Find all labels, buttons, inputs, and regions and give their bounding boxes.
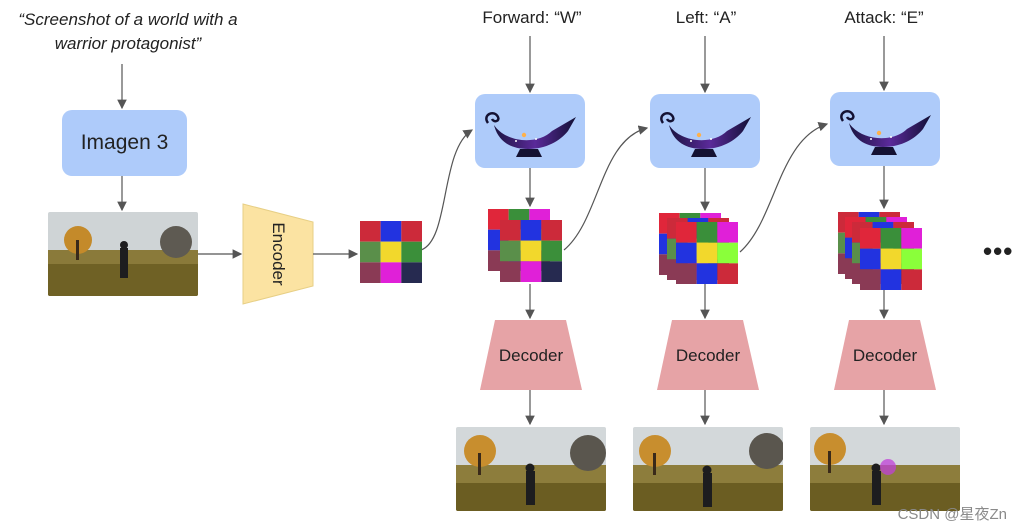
latent-encoded-cell <box>380 241 402 263</box>
encoder-block <box>242 203 314 305</box>
action-label-attack: Attack: “E” <box>844 8 924 27</box>
latent-encoded-cell <box>401 241 422 263</box>
prompt-text: “Screenshot of a world with a warrior pr… <box>18 10 238 53</box>
latent-stack1-front-cell <box>541 240 562 262</box>
genie-lamp-icon <box>840 110 931 155</box>
world-model-box-3 <box>830 92 940 166</box>
latent-stack2-front-cell <box>676 263 697 284</box>
latent-stack2-front-cell <box>696 263 718 284</box>
latent-stack3-front-cell <box>901 248 922 270</box>
latent-encoded-cell <box>360 262 381 283</box>
latent-stack1-front-cell <box>500 240 521 262</box>
latent-encoded-cell <box>401 221 422 242</box>
latent-stack1-front-cell <box>520 220 542 241</box>
action-label-left: Left: “A” <box>675 8 737 27</box>
imagen-box: Imagen 3 <box>62 110 187 176</box>
latent-encoded-cell <box>360 241 381 263</box>
action-label-forward: Forward: “W” <box>482 8 582 27</box>
latent-encoded-cell <box>360 221 381 242</box>
latent-stack3-front-cell <box>860 228 881 249</box>
world-model-box-2 <box>650 94 760 168</box>
latent-stack3-front-cell <box>901 228 922 249</box>
genie-lamp-icon <box>485 112 576 157</box>
latent-stack1-front-cell <box>541 220 562 241</box>
world-model-box-1 <box>475 94 585 168</box>
watermark: CSDN @星夜Zn <box>897 506 1007 523</box>
latent-stack1-front-cell <box>520 240 542 262</box>
encoder-label: Encoder <box>269 222 288 286</box>
latent-stack2-front-cell <box>717 242 738 264</box>
generated-frame-1 <box>456 427 606 511</box>
latent-encoded-cell <box>380 221 402 242</box>
latent-stack2-front-cell <box>717 222 738 243</box>
decoder-label-2: Decoder <box>675 346 741 365</box>
generated-frame-3 <box>810 427 960 511</box>
latent-stack2-front-cell <box>676 222 697 243</box>
latent-stack3-front-cell <box>901 269 922 290</box>
decoder-label-3: Decoder <box>852 346 918 365</box>
latent-stack3-front-cell <box>880 269 902 290</box>
decoder-label-1: Decoder <box>498 346 564 365</box>
imagen-label: Imagen 3 <box>80 131 169 154</box>
latent-stack2-front-cell <box>676 242 697 264</box>
latent-stack3-front-cell <box>880 248 902 270</box>
latent-stack1-front-cell <box>520 261 542 282</box>
decoder-block-2 <box>657 320 759 390</box>
latent-stack1-front-cell <box>541 261 562 282</box>
latent-stack3-front-cell <box>880 228 902 249</box>
latent-stack1-front-cell <box>500 220 521 241</box>
generated-frame-2 <box>633 427 783 511</box>
ellipsis: ••• <box>983 236 1014 266</box>
latent-stack2-front-cell <box>696 222 718 243</box>
latent-stack2-front-cell <box>696 242 718 264</box>
decoder-block-3 <box>834 320 936 390</box>
latent-encoded-cell <box>401 262 422 283</box>
genie-lamp-icon <box>660 112 751 157</box>
latent-stack1-front-cell <box>500 261 521 282</box>
latent-stack3-front-cell <box>860 269 881 290</box>
latent-stack2-front-cell <box>717 263 738 284</box>
latent-stack3-front-cell <box>860 248 881 270</box>
latent-encoded-cell <box>380 262 402 283</box>
game-screenshot-input <box>48 212 198 296</box>
decoder-block-1 <box>480 320 582 390</box>
